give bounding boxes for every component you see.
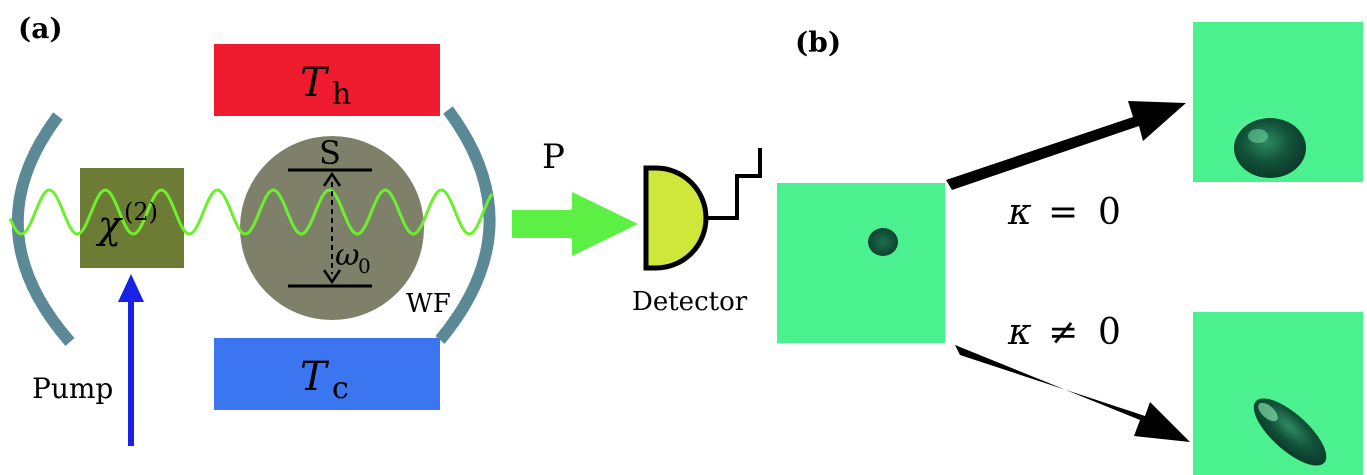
kappa-nonzero-relation: ≠ — [1048, 312, 1078, 353]
crystal-superscript: (2) — [124, 198, 158, 226]
hot-bath-subscript: h — [332, 77, 351, 112]
probe-arrow-head — [572, 192, 638, 256]
kappa-zero-value: 0 — [1098, 192, 1121, 233]
pump-label: Pump — [32, 372, 113, 405]
lower-outcome-arrow — [955, 345, 1190, 442]
system-label: S — [319, 134, 341, 172]
initial-state-blob — [868, 228, 898, 256]
frequency-symbol: ω — [335, 238, 359, 273]
light-wave — [8, 188, 494, 236]
kappa-zero-result-blob — [1234, 118, 1306, 178]
kappa-nonzero-symbol: κ — [1007, 312, 1032, 353]
upper-outcome-arrow — [946, 101, 1186, 190]
initial-state-image — [777, 183, 945, 343]
hot-bath-symbol: T — [300, 60, 330, 106]
probe-label: P — [542, 137, 565, 177]
frequency-subscript: 0 — [358, 254, 371, 278]
kappa-nonzero-value: 0 — [1098, 312, 1121, 353]
right-mirror — [435, 106, 496, 344]
detector-signal-icon — [707, 148, 762, 220]
kappa-zero-symbol: κ — [1007, 192, 1032, 233]
nonlinear-crystal-box — [80, 168, 184, 268]
working-fluid-label: WF — [406, 289, 451, 319]
transition-arrow-up — [322, 171, 342, 187]
cold-bath-symbol: T — [300, 354, 330, 400]
hot-bath-box — [214, 44, 440, 116]
kappa-zero-relation: = — [1048, 192, 1078, 233]
pump-arrow-head — [118, 274, 144, 302]
crystal-symbol: χ — [95, 203, 123, 247]
kappa-nonzero-result-highlight — [1258, 402, 1278, 422]
panel-b-label: (b) — [795, 26, 841, 59]
kappa-zero-result-highlight — [1248, 129, 1268, 143]
cold-bath-subscript: c — [332, 371, 349, 406]
detector-icon — [643, 165, 709, 271]
transition-arrow-down — [322, 269, 342, 285]
detector-label: Detector — [632, 287, 748, 317]
cold-bath-box — [214, 338, 440, 410]
left-mirror — [11, 112, 75, 346]
panel-a-label: (a) — [18, 12, 63, 45]
probe-arrow-shaft — [512, 210, 574, 238]
kappa-nonzero-result-image — [1193, 312, 1363, 475]
